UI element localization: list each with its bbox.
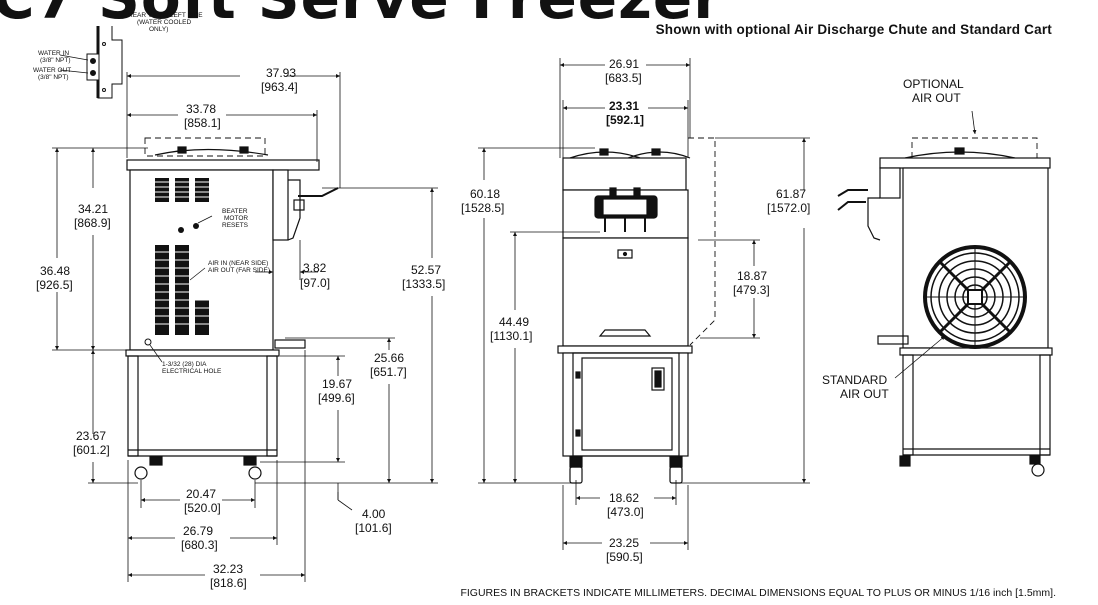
- dim-36-48: 36.48: [40, 264, 70, 278]
- dim-37-93: 37.93: [266, 66, 296, 80]
- dim-23-25: 23.25: [609, 536, 639, 550]
- dim-32-23: 32.23: [213, 562, 243, 576]
- dim-61-87-mm: [1572.0]: [767, 201, 810, 215]
- front-view-dimension-labels: 26.91 [683.5] 23.31 [592.1] 60.18 [1528.…: [461, 57, 810, 564]
- dim-44-49-mm: [1130.1]: [490, 329, 532, 343]
- dim-19-67-mm: [499.6]: [318, 391, 355, 405]
- side-view-dimension-labels: 37.93 [963.4] 33.78 [858.1] 34.21 [868.9…: [36, 66, 445, 590]
- dim-25-66: 25.66: [374, 351, 404, 365]
- optional-air-out-label-2: AIR OUT: [912, 91, 961, 105]
- rear-view-detail: [59, 26, 123, 99]
- dim-26-91: 26.91: [609, 57, 639, 71]
- right-side-view-machine: [837, 137, 1053, 477]
- optional-air-out-label-1: OPTIONAL: [903, 77, 964, 91]
- standard-air-out-label-2: AIR OUT: [840, 387, 889, 401]
- drawing-caption: Shown with optional Air Discharge Chute …: [655, 22, 1052, 37]
- dim-4-00-mm: [101.6]: [355, 521, 392, 535]
- dim-23-67: 23.67: [76, 429, 106, 443]
- dim-32-23-mm: [818.6]: [210, 576, 247, 590]
- dim-18-62-mm: [473.0]: [607, 505, 644, 519]
- side-view-dimension-lines: [52, 72, 438, 582]
- beater-reset-button-icon: [193, 223, 199, 229]
- page-title: C7 Soft Serve Freezer: [0, 0, 723, 32]
- dim-52-57-mm: [1333.5]: [402, 277, 445, 291]
- dim-26-79-mm: [680.3]: [181, 538, 218, 552]
- dim-36-48-mm: [926.5]: [36, 278, 73, 292]
- water-in-label-1: WATER IN: [38, 50, 69, 57]
- dim-3-82-mm: [97.0]: [300, 276, 330, 290]
- dim-23-25-mm: [590.5]: [606, 550, 643, 564]
- dim-26-79: 26.79: [183, 524, 213, 538]
- front-view-machine: [557, 137, 716, 484]
- dim-44-49: 44.49: [499, 315, 529, 329]
- dim-20-47: 20.47: [186, 487, 216, 501]
- dim-19-67: 19.67: [322, 377, 352, 391]
- dim-18-87: 18.87: [737, 269, 767, 283]
- dim-4-00: 4.00: [362, 507, 386, 521]
- dim-37-93-mm: [963.4]: [261, 80, 298, 94]
- electrical-label-2: ELECTRICAL HOLE: [162, 368, 222, 375]
- dim-52-57: 52.57: [411, 263, 441, 277]
- rear-view-label-1: REAR VIEW / LEFT SIDE: [128, 12, 203, 19]
- dim-3-82: 3.82: [303, 261, 327, 275]
- dim-60-18-mm: [1528.5]: [461, 201, 504, 215]
- dim-34-21-mm: [868.9]: [74, 216, 111, 230]
- dim-33-78: 33.78: [186, 102, 216, 116]
- dim-33-78-mm: [858.1]: [184, 116, 221, 130]
- water-in-label-2: (3/8" NPT): [40, 57, 70, 64]
- dim-60-18: 60.18: [470, 187, 500, 201]
- dim-26-91-mm: [683.5]: [605, 71, 642, 85]
- water-out-label-1: WATER OUT: [33, 67, 71, 74]
- front-view-dimension-lines: [478, 58, 810, 550]
- dim-23-67-mm: [601.2]: [73, 443, 110, 457]
- rear-view-label-3: ONLY): [149, 26, 168, 33]
- beater-label-2: MOTOR: [224, 215, 248, 222]
- dim-61-87: 61.87: [776, 187, 806, 201]
- beater-label-1: BEATER: [222, 208, 248, 215]
- air-in-label-1: AIR IN (NEAR SIDE): [208, 260, 268, 267]
- water-in-fitting-icon: [90, 58, 96, 64]
- beater-reset-button-icon: [178, 227, 184, 233]
- dim-25-66-mm: [651.7]: [370, 365, 407, 379]
- dim-18-87-mm: [479.3]: [733, 283, 770, 297]
- dim-23-31-mm: [592.1]: [606, 113, 644, 127]
- dim-34-21: 34.21: [78, 202, 108, 216]
- water-out-fitting-icon: [90, 70, 96, 76]
- footer-note: FIGURES IN BRACKETS INDICATE MILLIMETERS…: [460, 587, 1056, 599]
- dim-18-62: 18.62: [609, 491, 639, 505]
- water-out-label-2: (3/8" NPT): [38, 74, 68, 81]
- dim-20-47-mm: [520.0]: [184, 501, 221, 515]
- standard-air-out-label-1: STANDARD: [822, 373, 887, 387]
- beater-label-3: RESETS: [222, 222, 249, 229]
- electrical-hole-icon: [144, 338, 152, 346]
- electrical-label-1: 1-3/32 (28) DIA: [162, 361, 207, 368]
- air-in-label-2: AIR OUT (FAR SIDE): [208, 267, 270, 274]
- rear-view-label-2: (WATER COOLED: [137, 19, 191, 26]
- condenser-fan-icon: [923, 245, 1027, 349]
- dim-23-31: 23.31: [609, 99, 639, 113]
